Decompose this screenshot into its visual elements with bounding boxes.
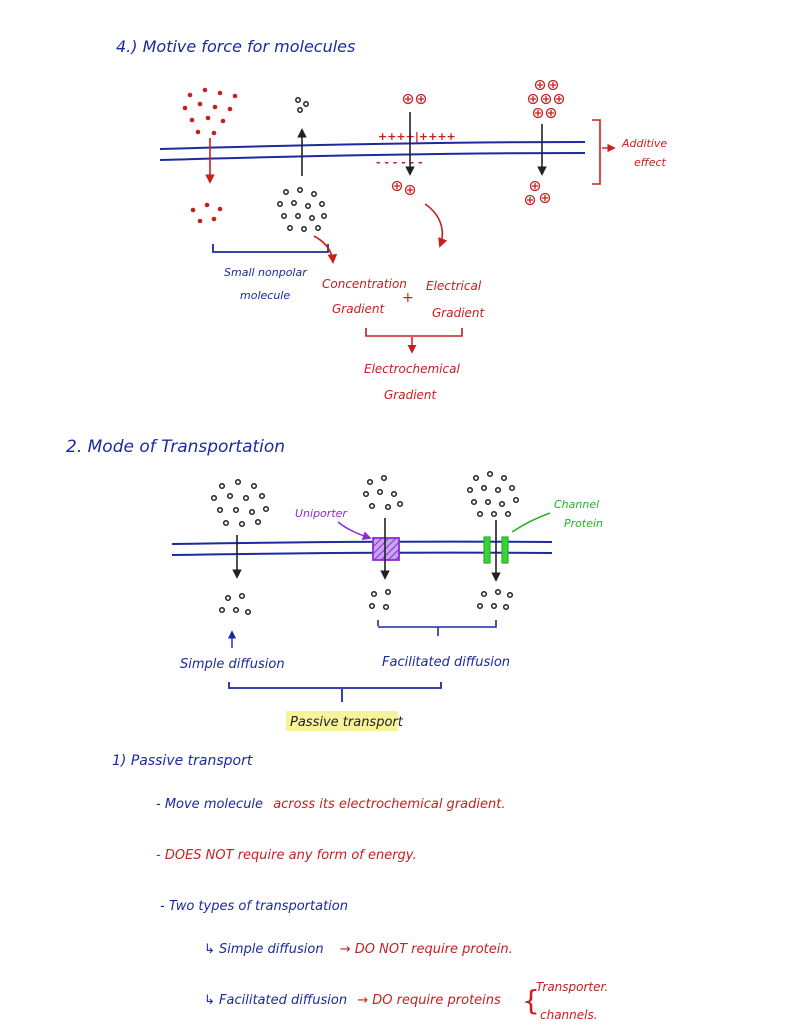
molecules-below-uniporter <box>368 588 392 611</box>
arrow-to-electrical <box>424 203 448 248</box>
red-molecules-below-a <box>190 202 223 224</box>
bullet-1: - Move molecule across its electrochemic… <box>156 797 505 812</box>
red-ions-below-c <box>391 180 416 196</box>
bullet-1-part2: across its electrochemical gradient. <box>273 797 505 812</box>
molecules-above-simple <box>210 478 270 528</box>
bullet-3: - Two types of transportation <box>160 899 348 914</box>
simple-diffusion-label: Simple diffusion <box>180 657 285 672</box>
sub-bullet-2-part2: → DO require proteins <box>357 993 501 1008</box>
red-ions-above-c <box>402 93 427 105</box>
small-nonpolar-label-line1: Small nonpolar <box>224 266 308 279</box>
molecules-below-channel <box>476 588 514 611</box>
sub-bullet-2-brace: { <box>522 984 540 1017</box>
additive-effect-line1: Additive <box>621 137 667 150</box>
notes-heading: 1) Passive transport <box>112 753 253 769</box>
channel-protein-label-line1: Channel <box>554 498 599 511</box>
electrical-gradient-line2: Gradient <box>432 306 486 320</box>
uniporter-protein <box>372 537 400 561</box>
electrochemical-gradient-line1: Electrochemical <box>364 362 460 376</box>
section1-title: 4.) Motive force for molecules <box>116 37 355 56</box>
sub-bullet-1-part2: → DO NOT require protein. <box>340 942 513 957</box>
membrane-bottom <box>171 540 553 556</box>
additive-effect-line2: effect <box>634 156 667 169</box>
facilitated-diffusion-label: Facilitated diffusion <box>382 655 510 670</box>
passive-transport-highlight <box>286 711 398 731</box>
channel-protein-label-line2: Protein <box>564 517 603 530</box>
sub-bullet-2-item1: Transporter. <box>536 980 608 994</box>
facilitated-bracket <box>377 620 497 628</box>
molecules-above-uniporter <box>362 474 404 511</box>
passive-transport-bracket <box>228 682 442 689</box>
passive-transport-label: Passive transport <box>290 715 404 730</box>
uniporter-label: Uniporter <box>295 507 348 520</box>
sub-bullet-2-part1: ↳ Facilitated diffusion <box>204 993 347 1008</box>
red-ions-above-d <box>527 79 565 119</box>
membrane-minus-charges: - - - - - - <box>376 156 423 169</box>
bullet-1-part1: - Move molecule <box>156 797 263 812</box>
electrochemical-bracket <box>365 328 463 337</box>
red-molecules-above-a <box>182 87 238 136</box>
electrochemical-gradient-line2: Gradient <box>384 388 438 402</box>
bullet-2: - DOES NOT require any form of energy. <box>156 848 417 863</box>
red-ions-below-d <box>524 180 551 206</box>
small-nonpolar-bracket <box>212 244 329 253</box>
concentration-gradient-line1: Concentration <box>322 277 407 291</box>
sub-bullet-1-part1: ↳ Simple diffusion <box>204 942 324 957</box>
membrane-plus-charges: ++++|++++ <box>378 130 456 143</box>
molecules-above-channel <box>466 470 520 518</box>
channel-protein-right <box>501 536 509 564</box>
electrical-gradient-line1: Electrical <box>426 279 482 293</box>
channel-protein-left <box>483 536 491 564</box>
membrane-top <box>159 141 586 161</box>
uniporter-pointer <box>337 521 372 540</box>
black-molecules-below-b <box>277 187 327 232</box>
concentration-gradient-line2: Gradient <box>332 302 386 316</box>
plus-sign: + <box>402 290 414 306</box>
black-molecules-above-b <box>295 97 309 113</box>
sub-bullet-2: ↳ Facilitated diffusion → DO require pro… <box>204 993 501 1008</box>
channel-pointer <box>511 512 551 533</box>
sub-bullet-1: ↳ Simple diffusion → DO NOT require prot… <box>204 942 513 957</box>
section2-title: 2. Mode of Transportation <box>66 437 285 457</box>
sub-bullet-2-item2: channels. <box>540 1008 598 1022</box>
arrow-to-concentration <box>313 235 338 264</box>
small-nonpolar-label-line2: molecule <box>240 289 290 302</box>
molecules-below-simple <box>218 592 252 616</box>
additive-bracket <box>592 119 601 185</box>
